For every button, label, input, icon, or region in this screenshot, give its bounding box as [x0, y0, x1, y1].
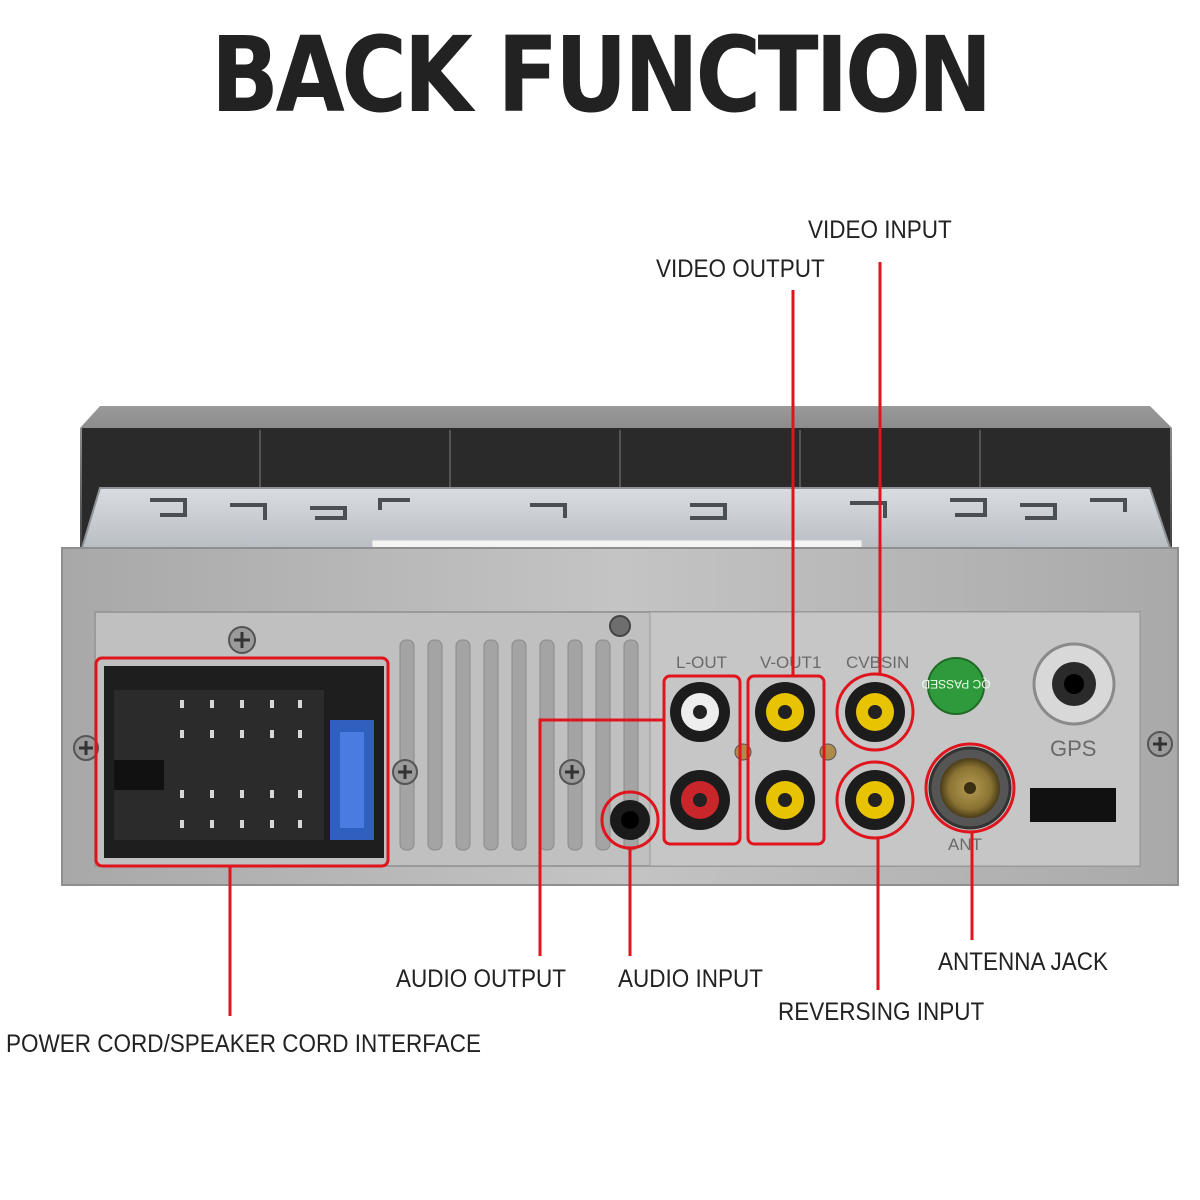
rca-video-in — [845, 682, 905, 742]
highlight-audio-output — [662, 674, 742, 846]
rca-video-out-2 — [755, 770, 815, 830]
label-reversing-input: REVERSING INPUT — [778, 998, 985, 1026]
ant-marking: ANT — [948, 835, 982, 854]
l-out-marking: L-OUT — [676, 653, 727, 672]
svg-text:QC PASSED: QC PASSED — [921, 677, 990, 691]
cvbsin-marking: CVBSIN — [846, 653, 909, 672]
rca-video-out-1 — [755, 682, 815, 742]
highlight-power-connector — [94, 656, 390, 868]
label-video-input: VIDEO INPUT — [808, 216, 952, 244]
gps-jack — [1030, 642, 1116, 822]
iso-power-speaker-connector — [104, 666, 384, 858]
label-power-speaker-interface: POWER CORD/SPEAKER CORD INTERFACE — [6, 1030, 482, 1058]
callout-highlights — [94, 656, 1016, 868]
audio-input-jack — [610, 800, 650, 840]
antenna-jack — [928, 746, 1012, 830]
rca-audio-left — [670, 682, 730, 742]
rca-camera-in — [845, 770, 905, 830]
page-title: BACK FUNCTION — [210, 14, 993, 136]
gps-marking: GPS — [1050, 736, 1096, 761]
label-antenna-jack: ANTENNA JACK — [938, 948, 1109, 976]
highlight-reversing-input — [835, 760, 915, 840]
v-out1-marking: V-OUT1 — [760, 653, 821, 672]
rca-audio-right — [670, 770, 730, 830]
label-audio-output: AUDIO OUTPUT — [396, 965, 567, 993]
label-audio-input: AUDIO INPUT — [618, 965, 764, 993]
callout-leader-lines — [228, 262, 974, 1016]
usb-slot — [1030, 788, 1116, 822]
highlight-video-input — [835, 672, 915, 752]
metal-cage-top — [80, 487, 1172, 549]
qc-passed-badge: QC PASSED — [921, 657, 991, 715]
highlight-video-output — [746, 674, 826, 846]
rca-jacks — [670, 682, 905, 830]
highlight-antenna-jack — [924, 742, 1016, 834]
label-video-output: VIDEO OUTPUT — [656, 255, 825, 283]
